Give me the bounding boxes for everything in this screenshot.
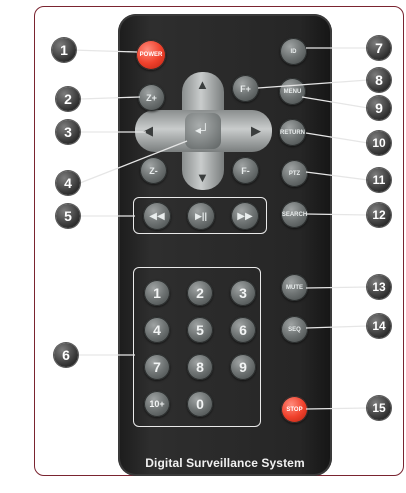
callout-8: 8 xyxy=(367,68,391,92)
callout-6: 6 xyxy=(54,343,78,367)
leader-line-9 xyxy=(302,97,368,108)
leader-line-1 xyxy=(71,50,137,52)
callout-5: 5 xyxy=(56,204,80,228)
callout-14: 14 xyxy=(367,314,391,338)
callout-13: 13 xyxy=(367,275,391,299)
leader-line-10 xyxy=(306,133,368,143)
callout-7: 7 xyxy=(367,36,391,60)
leader-line-13 xyxy=(306,287,368,288)
leader-line-12 xyxy=(306,214,368,215)
callout-10: 10 xyxy=(367,131,391,155)
callout-12: 12 xyxy=(367,203,391,227)
leader-line-14 xyxy=(306,326,368,328)
callout-15: 15 xyxy=(367,396,391,420)
callout-2: 2 xyxy=(56,87,80,111)
callout-11: 11 xyxy=(367,168,391,192)
leader-line-8 xyxy=(258,80,368,88)
leader-line-11 xyxy=(306,172,368,180)
callout-4: 4 xyxy=(56,171,80,195)
callout-3: 3 xyxy=(56,120,80,144)
leader-line-15 xyxy=(306,408,368,409)
leader-line-2 xyxy=(80,97,140,99)
leader-line-4 xyxy=(80,141,187,183)
callout-1: 1 xyxy=(52,38,76,62)
callout-9: 9 xyxy=(367,96,391,120)
